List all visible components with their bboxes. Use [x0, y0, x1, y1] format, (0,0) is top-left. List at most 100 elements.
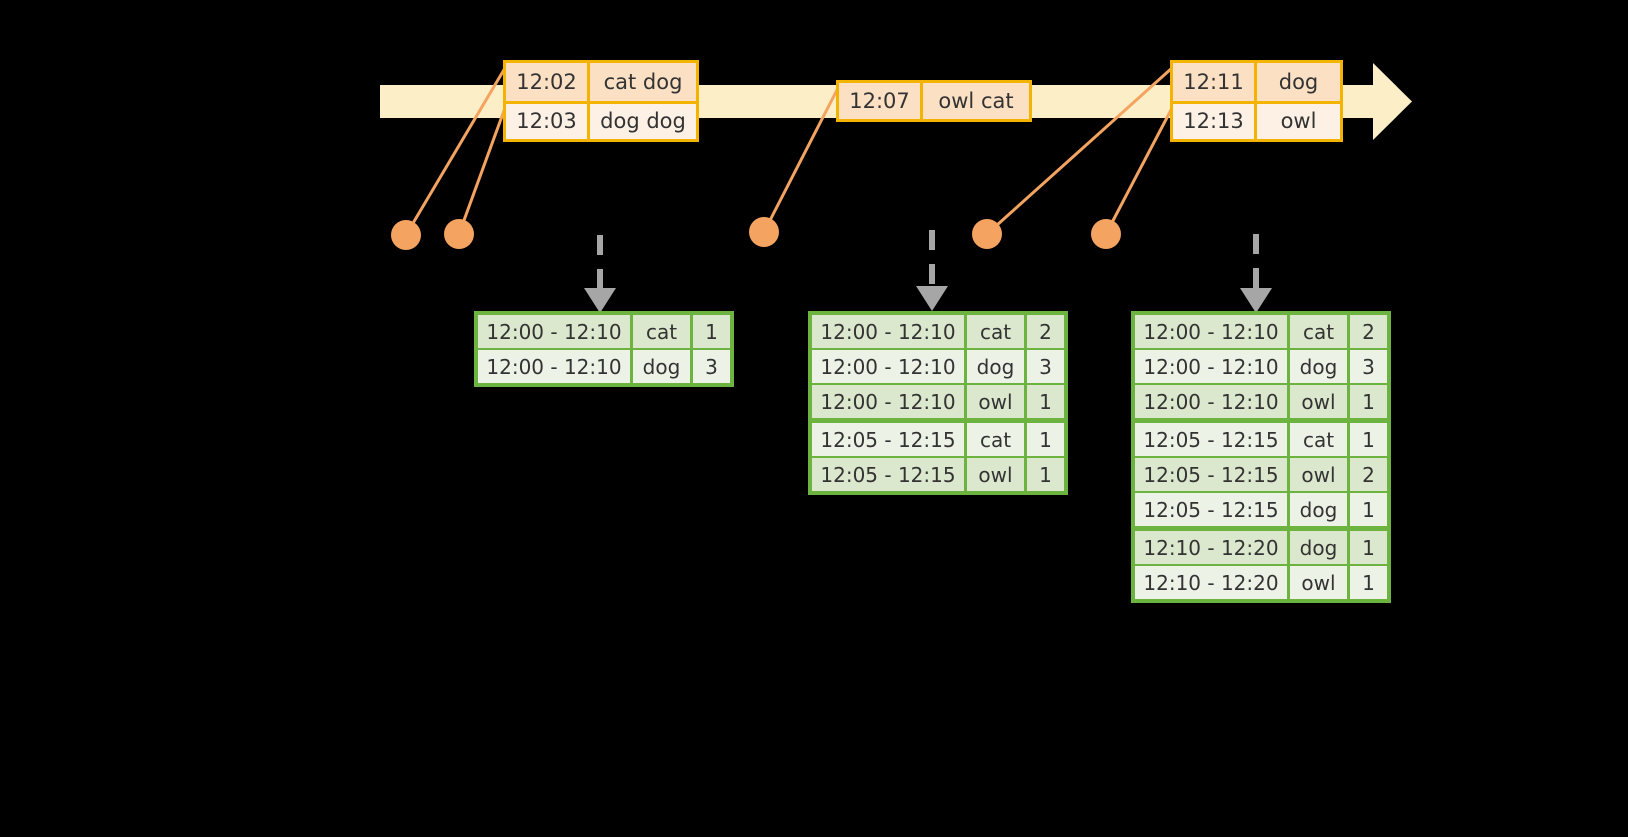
table-row[interactable]: 12:00 - 12:10 owl 1 [1135, 385, 1387, 418]
cell-word: cat [1290, 423, 1347, 456]
cell-window: 12:00 - 12:10 [1135, 350, 1287, 383]
event-dot [391, 220, 421, 250]
emit-arrow-heads [584, 286, 1272, 313]
table-row[interactable]: 12:00 - 12:10 dog 3 [812, 350, 1064, 383]
cell-window: 12:00 - 12:10 [812, 350, 964, 383]
cell-window: 12:05 - 12:15 [1135, 493, 1287, 526]
cell-count: 1 [1350, 493, 1387, 526]
event-words: owl [1257, 103, 1340, 139]
cell-count: 1 [1350, 566, 1387, 599]
event-words: dog [1257, 63, 1340, 101]
event-row[interactable]: 12:07 owl cat [839, 83, 1029, 119]
cell-count: 3 [1027, 350, 1064, 383]
table-row[interactable]: 12:00 - 12:10 owl 1 [812, 385, 1064, 418]
window-group: 12:00 - 12:10 cat 2 12:00 - 12:10 dog 3 … [1135, 315, 1387, 418]
window-group: 12:10 - 12:20 dog 1 12:10 - 12:20 owl 1 [1135, 531, 1387, 599]
cell-word: owl [1290, 385, 1347, 418]
event-time: 12:02 [506, 63, 590, 101]
event-dot [444, 219, 474, 249]
event-box-2[interactable]: 12:07 owl cat [836, 80, 1032, 122]
event-dots [391, 217, 1121, 250]
cell-count: 1 [1027, 458, 1064, 491]
table-row[interactable]: 12:10 - 12:20 owl 1 [1135, 566, 1387, 599]
cell-window: 12:05 - 12:15 [1135, 458, 1287, 491]
table-row[interactable]: 12:10 - 12:20 dog 1 [1135, 531, 1387, 564]
table-row[interactable]: 12:00 - 12:10 cat 1 [478, 315, 730, 348]
table-row[interactable]: 12:00 - 12:10 dog 3 [478, 350, 730, 383]
cell-word: cat [1290, 315, 1347, 348]
cell-word: owl [967, 385, 1024, 418]
cell-window: 12:00 - 12:10 [1135, 315, 1287, 348]
cell-word: cat [967, 315, 1024, 348]
table-row[interactable]: 12:05 - 12:15 cat 1 [1135, 423, 1387, 456]
cell-word: cat [633, 315, 690, 348]
event-row[interactable]: 12:13 owl [1173, 100, 1340, 139]
cell-window: 12:00 - 12:10 [1135, 385, 1287, 418]
cell-count: 1 [1027, 385, 1064, 418]
cell-window: 12:00 - 12:10 [812, 385, 964, 418]
event-words: cat dog [590, 63, 696, 101]
event-time: 12:13 [1173, 103, 1257, 139]
cell-count: 3 [693, 350, 730, 383]
event-dot [1091, 219, 1121, 249]
cell-word: dog [1290, 350, 1347, 383]
cell-window: 12:10 - 12:20 [1135, 531, 1287, 564]
event-time: 12:07 [839, 83, 923, 119]
cell-word: dog [1290, 493, 1347, 526]
cell-count: 1 [1027, 423, 1064, 456]
cell-window: 12:05 - 12:15 [812, 458, 964, 491]
emit-arrows [597, 230, 1259, 288]
table-row[interactable]: 12:05 - 12:15 owl 1 [812, 458, 1064, 491]
event-dot [972, 219, 1002, 249]
result-table-3[interactable]: 12:00 - 12:10 cat 2 12:00 - 12:10 dog 3 … [1131, 311, 1391, 603]
table-row[interactable]: 12:05 - 12:15 cat 1 [812, 423, 1064, 456]
cell-word: dog [1290, 531, 1347, 564]
result-table-1[interactable]: 12:00 - 12:10 cat 1 12:00 - 12:10 dog 3 [474, 311, 734, 387]
table-row[interactable]: 12:00 - 12:10 dog 3 [1135, 350, 1387, 383]
event-row[interactable]: 12:11 dog [1173, 63, 1340, 101]
window-group: 12:00 - 12:10 cat 1 12:00 - 12:10 dog 3 [478, 315, 730, 383]
cell-window: 12:05 - 12:15 [812, 423, 964, 456]
result-table-2[interactable]: 12:00 - 12:10 cat 2 12:00 - 12:10 dog 3 … [808, 311, 1068, 495]
cell-count: 3 [1350, 350, 1387, 383]
table-row[interactable]: 12:05 - 12:15 owl 2 [1135, 458, 1387, 491]
cell-word: owl [1290, 458, 1347, 491]
emit-arrow-head-3 [1240, 288, 1272, 313]
emit-arrow-head-2 [916, 286, 948, 311]
table-row[interactable]: 12:00 - 12:10 cat 2 [1135, 315, 1387, 348]
window-group: 12:05 - 12:15 cat 1 12:05 - 12:15 owl 2 … [1135, 423, 1387, 526]
cell-window: 12:00 - 12:10 [478, 315, 630, 348]
event-dot [749, 217, 779, 247]
cell-window: 12:00 - 12:10 [812, 315, 964, 348]
connector-2 [457, 107, 507, 235]
cell-window: 12:05 - 12:15 [1135, 423, 1287, 456]
event-time: 12:11 [1173, 63, 1257, 101]
event-box-1[interactable]: 12:02 cat dog 12:03 dog dog [503, 60, 699, 142]
table-row[interactable]: 12:00 - 12:10 cat 2 [812, 315, 1064, 348]
table-row[interactable]: 12:05 - 12:15 dog 1 [1135, 493, 1387, 526]
cell-count: 1 [1350, 423, 1387, 456]
cell-word: cat [967, 423, 1024, 456]
connector-1 [404, 67, 507, 236]
event-row[interactable]: 12:03 dog dog [506, 100, 696, 139]
cell-window: 12:10 - 12:20 [1135, 566, 1287, 599]
event-words: dog dog [590, 103, 696, 139]
cell-count: 2 [1027, 315, 1064, 348]
window-group: 12:05 - 12:15 cat 1 12:05 - 12:15 owl 1 [812, 423, 1064, 491]
cell-window: 12:00 - 12:10 [478, 350, 630, 383]
cell-word: owl [967, 458, 1024, 491]
event-time: 12:03 [506, 103, 590, 139]
event-row[interactable]: 12:02 cat dog [506, 63, 696, 101]
window-group: 12:00 - 12:10 cat 2 12:00 - 12:10 dog 3 … [812, 315, 1064, 418]
event-box-3[interactable]: 12:11 dog 12:13 owl [1170, 60, 1343, 142]
event-words: owl cat [923, 83, 1029, 119]
emit-arrow-head-1 [584, 288, 616, 313]
cell-count: 1 [1350, 531, 1387, 564]
cell-word: owl [1290, 566, 1347, 599]
connector-5 [1104, 107, 1174, 235]
connector-3 [762, 87, 840, 233]
cell-count: 2 [1350, 458, 1387, 491]
cell-word: dog [967, 350, 1024, 383]
cell-word: dog [633, 350, 690, 383]
